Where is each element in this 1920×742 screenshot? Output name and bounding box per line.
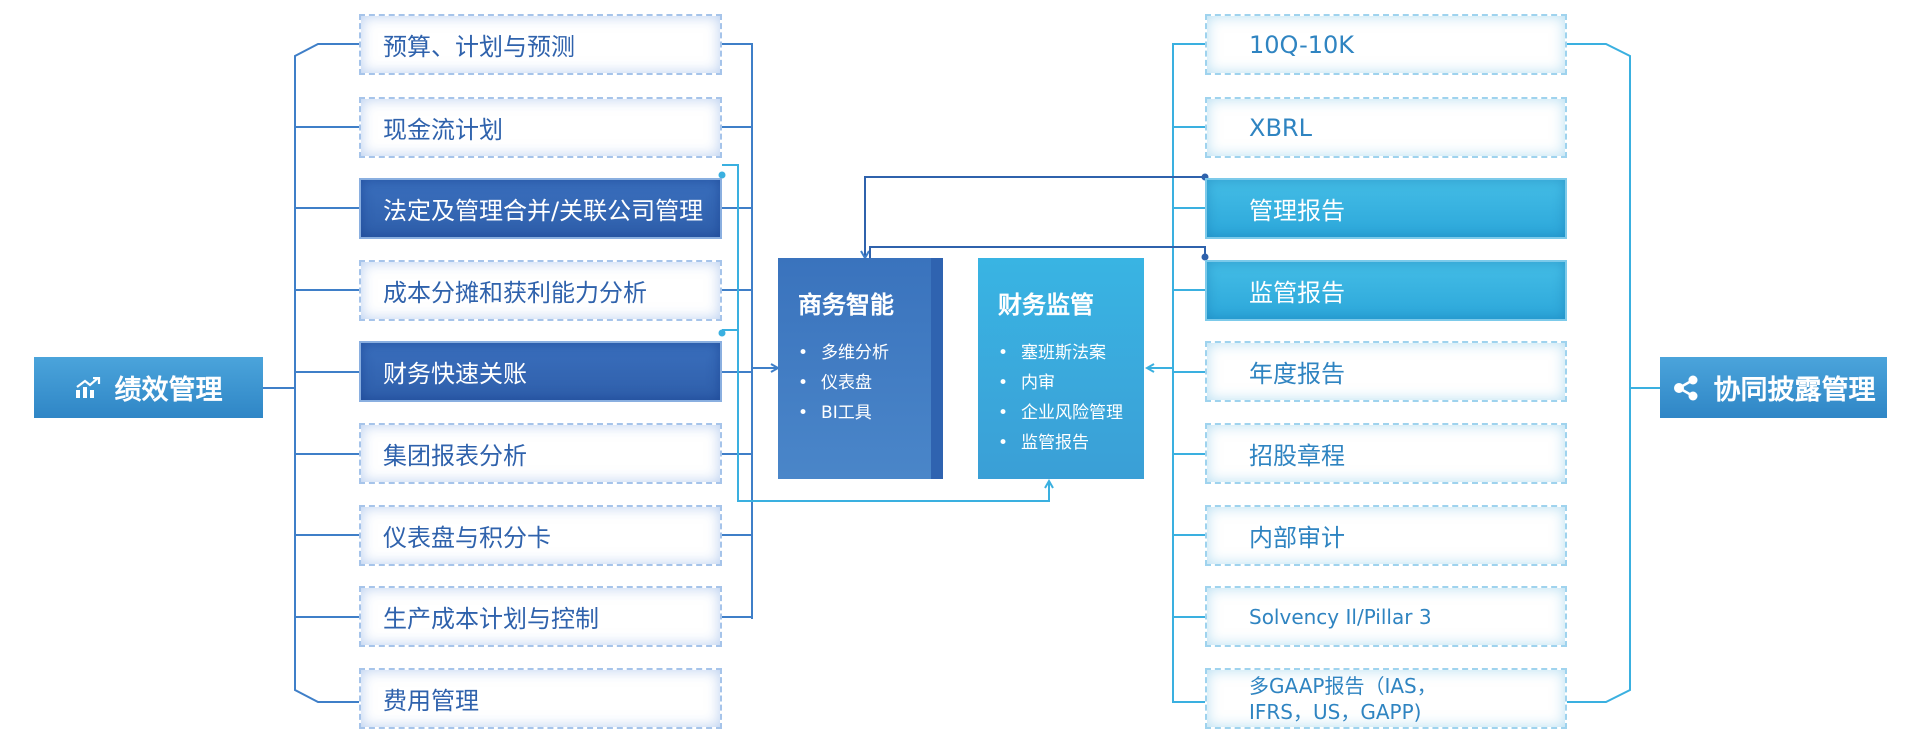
item-label: 预算、计划与预测 — [383, 33, 575, 61]
right-item-highlight[interactable]: 监管报告 — [1205, 260, 1567, 321]
left-secondary-line — [718, 164, 1050, 502]
fs-list: 塞班斯法案 内审 企业风险管理 监管报告 — [998, 338, 1123, 458]
item-label: 内部审计 — [1249, 524, 1345, 552]
right-item[interactable]: 10Q-10K — [1205, 14, 1567, 75]
root-label: 绩效管理 — [114, 375, 223, 406]
item-label: Solvency Il/Pillar 3 — [1249, 604, 1432, 629]
fs-list-item: 塞班斯法案 — [998, 338, 1123, 368]
right-item-highlight[interactable]: 管理报告 — [1205, 178, 1567, 239]
bi-list-item: BI工具 — [798, 398, 889, 428]
left-item-highlight[interactable]: 法定及管理合并/关联公司管理 — [359, 178, 722, 239]
bi-title: 商务智能 — [798, 291, 894, 319]
right-item-multi-gaap[interactable]: 多GAAP报告（IAS， IFRS，US，GAPP) — [1205, 668, 1567, 729]
item-label: 成本分摊和获利能力分析 — [383, 279, 647, 307]
item-label: XBRL — [1249, 113, 1312, 142]
bi-list: 多维分析 仪表盘 BI工具 — [798, 338, 889, 428]
fs-title: 财务监管 — [998, 291, 1094, 319]
share-icon — [1672, 374, 1700, 402]
fs-list-item: 企业风险管理 — [998, 398, 1123, 428]
item-label: 现金流计划 — [383, 116, 503, 144]
report-to-bi-lines — [865, 173, 1209, 261]
item-label: 10Q-10K — [1249, 30, 1355, 59]
financial-supervision-box[interactable]: 财务监管 塞班斯法案 内审 企业风险管理 监管报告 — [978, 258, 1144, 479]
left-item[interactable]: 集团报表分析 — [359, 423, 722, 484]
fs-list-item: 内审 — [998, 368, 1123, 398]
left-item[interactable]: 费用管理 — [359, 668, 722, 729]
fs-list-item: 监管报告 — [998, 428, 1123, 458]
business-intelligence-box[interactable]: 商务智能 多维分析 仪表盘 BI工具 — [778, 258, 943, 479]
item-label: 生产成本计划与控制 — [383, 605, 599, 633]
performance-management-root[interactable]: 绩效管理 — [34, 357, 263, 418]
item-label-line2: IFRS，US，GAPP) — [1249, 699, 1422, 724]
left-bus — [722, 43, 778, 619]
right-bus — [1147, 43, 1205, 703]
left-item[interactable]: 预算、计划与预测 — [359, 14, 722, 75]
bi-list-item: 多维分析 — [798, 338, 889, 368]
item-label: 集团报表分析 — [383, 442, 527, 470]
item-label: 监管报告 — [1249, 279, 1345, 307]
item-label: 法定及管理合并/关联公司管理 — [383, 197, 704, 225]
left-item[interactable]: 成本分摊和获利能力分析 — [359, 260, 722, 321]
bi-list-item: 仪表盘 — [798, 368, 889, 398]
item-label: 招股章程 — [1249, 442, 1345, 470]
left-item[interactable]: 仪表盘与积分卡 — [359, 505, 722, 566]
right-item[interactable]: 招股章程 — [1205, 423, 1567, 484]
left-bracket — [263, 43, 359, 703]
disclosure-management-root[interactable]: 协同披露管理 — [1660, 357, 1887, 418]
item-label: 仪表盘与积分卡 — [383, 524, 551, 552]
item-label: 费用管理 — [383, 687, 479, 715]
chart-trend-icon — [75, 376, 101, 399]
left-item-highlight[interactable]: 财务快速关账 — [359, 341, 722, 402]
left-item[interactable]: 现金流计划 — [359, 97, 722, 158]
left-item[interactable]: 生产成本计划与控制 — [359, 586, 722, 647]
item-label: 管理报告 — [1249, 197, 1345, 225]
right-item[interactable]: 年度报告 — [1205, 341, 1567, 402]
right-item[interactable]: Solvency Il/Pillar 3 — [1205, 586, 1567, 647]
right-item[interactable]: XBRL — [1205, 97, 1567, 158]
right-bracket — [1567, 43, 1660, 703]
item-label-line1: 多GAAP报告（IAS， — [1249, 673, 1437, 698]
root-label: 协同披露管理 — [1713, 375, 1876, 406]
right-item[interactable]: 内部审计 — [1205, 505, 1567, 566]
item-label: 年度报告 — [1249, 360, 1345, 388]
item-label: 财务快速关账 — [383, 360, 527, 388]
